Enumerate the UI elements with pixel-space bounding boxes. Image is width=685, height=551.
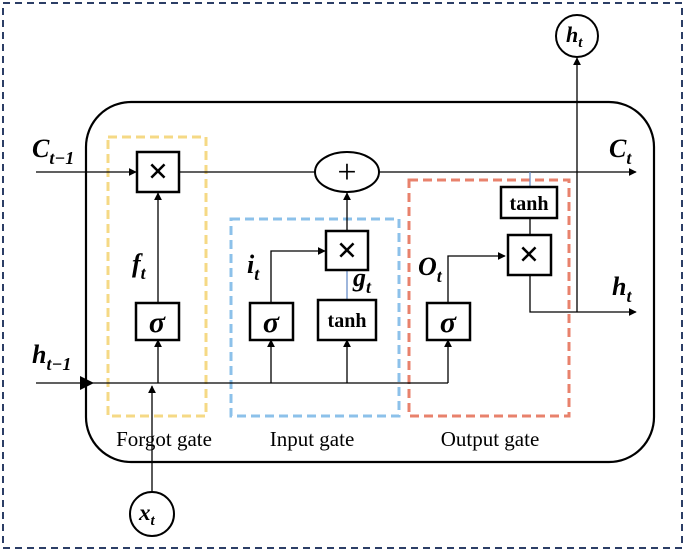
label-i-t: it <box>247 250 260 284</box>
input-multiply-symbol: × <box>337 230 358 270</box>
forget-multiply-box: × <box>135 150 181 194</box>
output-tanh-label: tanh <box>510 193 549 215</box>
x-t-node: xt <box>129 491 175 537</box>
h-t-out-path <box>529 276 637 316</box>
input-tanh-label: tanh <box>328 310 367 332</box>
o-t-path <box>447 252 506 303</box>
label-c-t: Ct <box>609 134 632 168</box>
output-sigma-box: σ <box>425 301 472 342</box>
label-g-t: gt <box>352 263 372 297</box>
output-sigma-symbol: σ <box>440 306 457 339</box>
output-gate-region <box>407 178 571 418</box>
add-symbol: + <box>337 154 356 191</box>
hidden-state-arrow <box>80 376 94 390</box>
h-t-top-node: ht <box>555 14 599 58</box>
label-h-t-out: ht <box>612 272 632 306</box>
label-h-prev: ht−1 <box>32 340 71 374</box>
caption-input-gate: Input gate <box>270 427 355 451</box>
output-multiply-symbol: × <box>519 234 540 274</box>
label-o-t: Ot <box>418 252 443 286</box>
input-sigma-symbol: σ <box>263 306 280 339</box>
forgot-gate-region <box>106 135 208 418</box>
input-tanh-box: tanh <box>316 298 378 342</box>
output-multiply-box: × <box>506 233 553 277</box>
output-tanh-box: tanh <box>499 185 559 220</box>
input-sigma-box: σ <box>248 301 295 342</box>
label-f-t: ft <box>132 249 147 283</box>
i-t-path <box>270 247 326 303</box>
caption-forgot-gate: Forgot gate <box>116 427 212 451</box>
caption-output-gate: Output gate <box>441 427 540 451</box>
add-node: + <box>314 151 380 193</box>
forget-sigma-box: σ <box>134 301 181 342</box>
label-x-t: xt <box>138 500 156 529</box>
input-gate-region <box>229 217 401 418</box>
label-c-prev: Ct−1 <box>32 134 74 168</box>
forget-multiply-symbol: × <box>148 151 169 191</box>
forget-sigma-symbol: σ <box>149 306 166 339</box>
label-h-t-top: ht <box>566 22 583 51</box>
input-multiply-box: × <box>324 229 370 272</box>
